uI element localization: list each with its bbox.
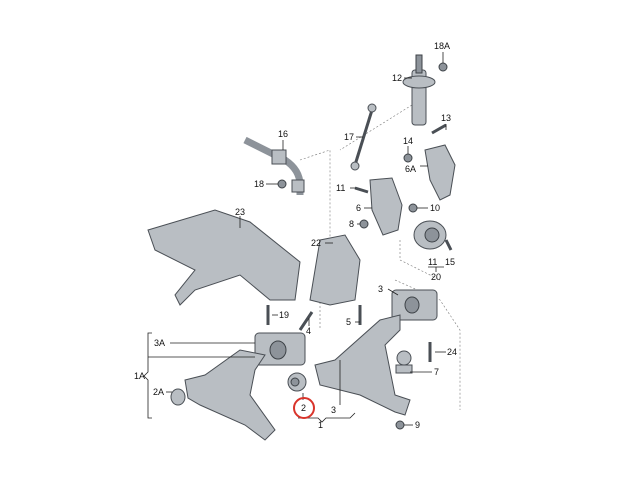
stabilizer-bar	[243, 136, 305, 195]
nut-9	[395, 420, 405, 430]
control-arm-1	[314, 314, 411, 416]
label-7[interactable]: 7	[434, 367, 439, 377]
label-18A[interactable]: 18A	[434, 41, 450, 51]
label-11-hub[interactable]: 11	[428, 257, 437, 267]
bolt-11	[354, 186, 369, 194]
label-24[interactable]: 24	[447, 347, 457, 357]
label-13[interactable]: 13	[441, 113, 451, 123]
label-9[interactable]: 9	[415, 420, 420, 430]
label-15[interactable]: 15	[445, 257, 455, 267]
label-2[interactable]: 2	[301, 403, 306, 413]
label-14[interactable]: 14	[403, 136, 413, 146]
label-19[interactable]: 19	[279, 310, 289, 320]
bushing-3	[391, 289, 438, 321]
label-5[interactable]: 5	[346, 317, 351, 327]
bushing-3a	[254, 332, 306, 366]
knuckle-6a	[424, 144, 456, 201]
label-16[interactable]: 16	[278, 129, 288, 139]
bolt-13	[431, 123, 447, 135]
bushing-2	[287, 372, 307, 392]
wheel-hub	[413, 220, 447, 250]
label-1[interactable]: 1	[318, 420, 323, 430]
label-3-lower[interactable]: 3	[331, 405, 336, 415]
bracket-22	[309, 234, 361, 306]
label-11[interactable]: 11	[336, 183, 345, 193]
label-10[interactable]: 10	[430, 203, 440, 213]
highlight-circle	[293, 397, 315, 419]
nut-10	[408, 203, 418, 213]
bushing-2a	[170, 388, 186, 406]
knuckle-6	[369, 177, 403, 236]
bolt-8	[359, 219, 369, 229]
label-18[interactable]: 18	[254, 179, 264, 189]
stabilizer-link	[350, 103, 377, 171]
bolt-4	[298, 311, 314, 331]
label-17[interactable]: 17	[344, 132, 354, 142]
nut-18	[277, 179, 287, 189]
label-1A[interactable]: 1A	[134, 371, 145, 381]
label-3-upper[interactable]: 3	[378, 284, 383, 294]
nut-14	[403, 153, 413, 163]
leader-lines	[143, 52, 447, 426]
nut-18a	[438, 62, 448, 72]
label-3A[interactable]: 3A	[154, 338, 165, 348]
label-20[interactable]: 20	[431, 272, 441, 282]
bolt-15	[444, 239, 453, 251]
label-23[interactable]: 23	[235, 207, 245, 217]
label-8[interactable]: 8	[349, 219, 354, 229]
label-12[interactable]: 12	[392, 73, 402, 83]
subframe-23	[147, 209, 301, 306]
ball-joint-7	[395, 350, 413, 374]
label-22[interactable]: 22	[311, 238, 321, 248]
label-2A[interactable]: 2A	[153, 387, 164, 397]
callout-labels: 18A 12 13 17 14 16 6A 18 11 6 10 23 8 22…	[134, 41, 457, 430]
strut-assembly	[402, 54, 436, 126]
label-6A[interactable]: 6A	[405, 164, 416, 174]
label-6[interactable]: 6	[356, 203, 361, 213]
label-4[interactable]: 4	[306, 326, 311, 336]
control-arm-1a	[184, 349, 276, 441]
